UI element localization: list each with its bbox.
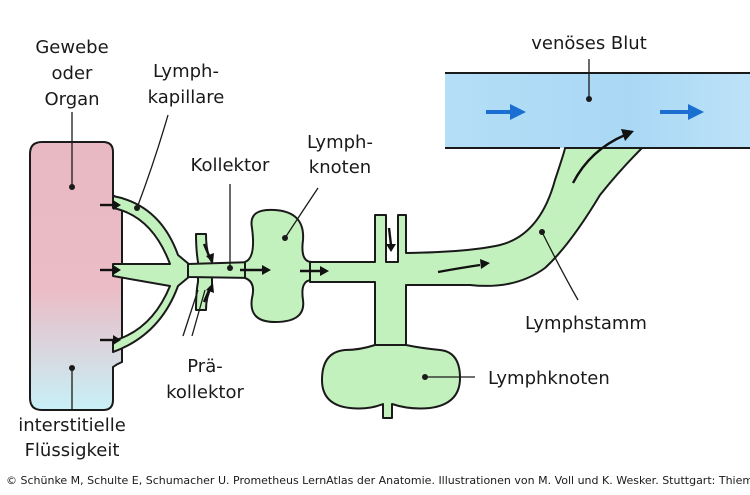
label-lymphknoten-1: Lymph- <box>307 132 373 153</box>
diagram-labels: Gewebe oder Organ Lymph- kapillare Kolle… <box>18 33 647 461</box>
label-lymphstamm: Lymphstamm <box>525 313 647 334</box>
lower-lymph-node <box>321 344 461 419</box>
upper-lymph-node <box>244 208 313 323</box>
label-gewebe-1: Gewebe <box>35 37 108 58</box>
lymph-flow-arrows <box>202 129 634 303</box>
leader-lines <box>69 59 592 410</box>
label-interstitielle-2: Flüssigkeit <box>25 440 120 461</box>
label-lymphkapillare-2: kapillare <box>148 87 225 108</box>
label-praekollektor-2: kollektor <box>166 382 244 403</box>
blood-flow-arrows <box>486 104 704 120</box>
lymph-trunk <box>309 147 643 346</box>
label-gewebe-2: oder <box>52 63 94 84</box>
label-venoeses-blut: venöses Blut <box>531 33 647 54</box>
label-lymphknoten-2: knoten <box>309 157 371 178</box>
label-lymphknoten-lower: Lymphknoten <box>488 368 610 389</box>
label-gewebe-3: Organ <box>44 89 99 110</box>
tissue-block <box>29 141 123 411</box>
label-praekollektor-1: Prä- <box>187 356 222 377</box>
tissue-flow-arrows <box>100 200 121 345</box>
label-kollektor: Kollektor <box>191 155 270 176</box>
label-interstitielle-1: interstitielle <box>18 415 126 436</box>
label-lymphkapillare-1: Lymph- <box>153 61 219 82</box>
copyright-credit: © Schünke M, Schulte E, Schumacher U. Pr… <box>6 474 750 487</box>
